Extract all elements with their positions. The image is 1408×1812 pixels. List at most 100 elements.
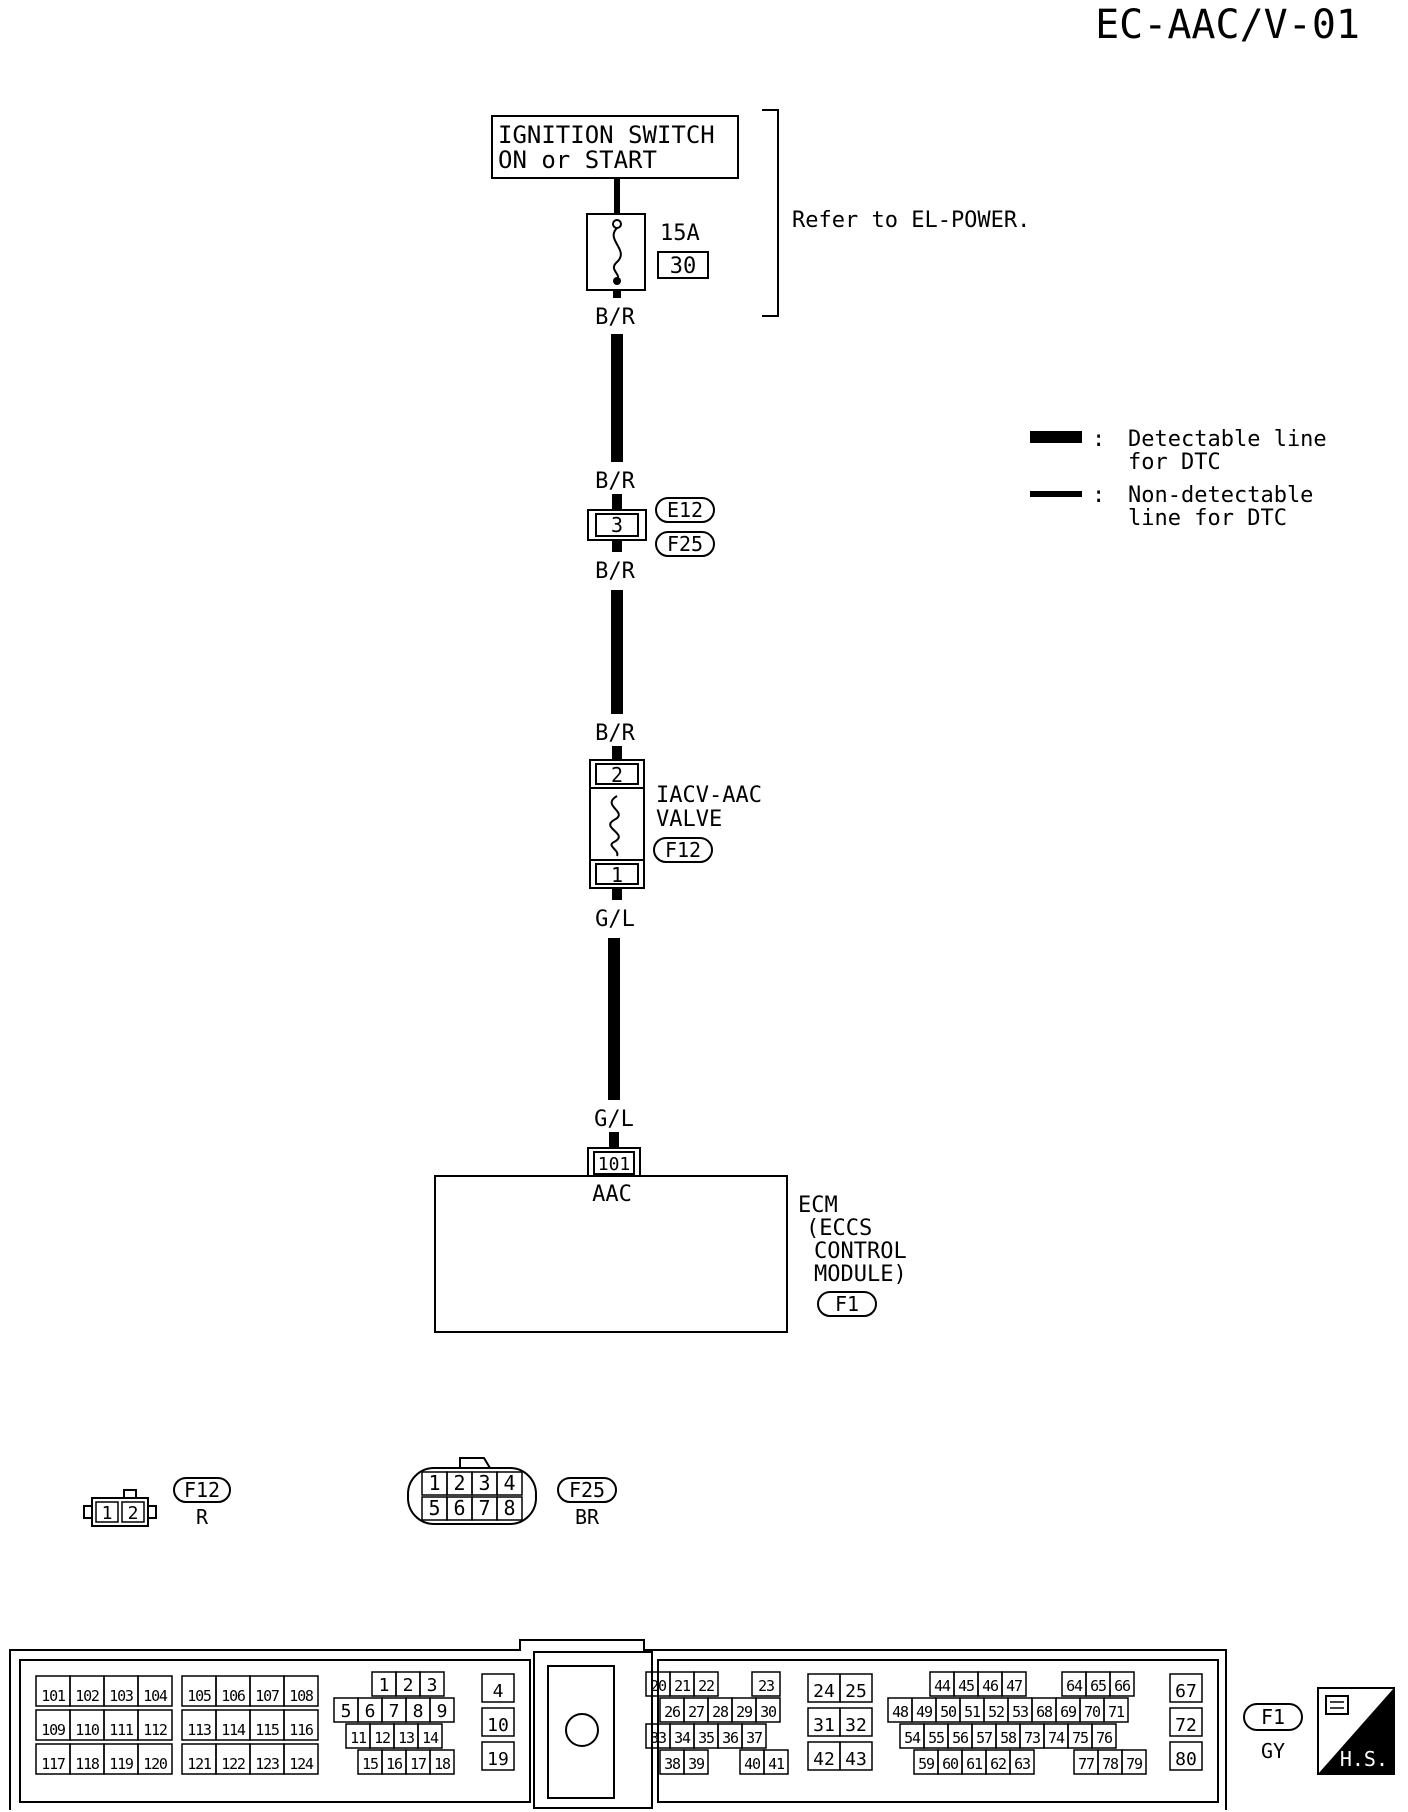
ecm-pin: 3 — [427, 1675, 438, 1696]
ecm-pin-cell — [839, 1707, 873, 1737]
legend-non-detectable: Non-detectable — [1128, 483, 1313, 508]
iacv-body — [589, 787, 645, 861]
ecm-pin-cell — [1091, 1723, 1117, 1749]
ecm-pin-cell — [429, 1749, 455, 1775]
f25-pin: 3 — [478, 1471, 490, 1495]
ecm-pin: 45 — [958, 1677, 974, 1695]
fuse-rating: 15A — [660, 221, 700, 246]
ecm-connector-id: F1 — [835, 1292, 859, 1316]
f25-pin: 5 — [428, 1496, 440, 1520]
wire-color-label: B/R — [595, 305, 635, 330]
ecm-pin-cell — [283, 1743, 319, 1775]
fuse-number: 30 — [670, 254, 697, 279]
ecm-pin: 77 — [1078, 1755, 1094, 1773]
ecm-pin-cell — [419, 1671, 445, 1697]
iacv-pin-top-inner — [595, 763, 639, 785]
ecm-box — [434, 1175, 788, 1333]
ecm-pin: 114 — [221, 1721, 246, 1739]
ecm-pin: 56 — [952, 1729, 969, 1747]
ecm-label-2: (ECCS — [806, 1216, 872, 1241]
ecm-pin: 11 — [350, 1729, 367, 1747]
wire-color-label: B/R — [595, 469, 635, 494]
f25-view-id: F25 — [569, 1478, 605, 1502]
ecm-pin: 64 — [1066, 1677, 1083, 1695]
ecm-pin: 49 — [916, 1703, 933, 1721]
ecm-pin: 121 — [187, 1755, 212, 1773]
ecm-pin: 43 — [845, 1749, 867, 1770]
ecm-pin: 72 — [1175, 1715, 1197, 1736]
ecm-pin: 28 — [712, 1703, 729, 1721]
f25-pin-cell — [496, 1496, 523, 1521]
ecm-pin: 6 — [365, 1701, 376, 1722]
ecm-pin: 2 — [403, 1675, 414, 1696]
ecm-pin: 69 — [1060, 1703, 1077, 1721]
ecm-pin: 113 — [187, 1721, 211, 1739]
ecm-pin: 73 — [1024, 1729, 1040, 1747]
ecm-pin: 63 — [1014, 1755, 1030, 1773]
connector-id-badge — [173, 1477, 231, 1503]
ecm-pin: 116 — [289, 1721, 314, 1739]
connector-id: F25 — [667, 532, 703, 556]
ecm-pin: 71 — [1108, 1703, 1125, 1721]
ecm-pin: 22 — [698, 1677, 714, 1695]
ecm-pin-cell — [693, 1671, 719, 1697]
ecm-pin-cell — [417, 1723, 443, 1749]
ecm-pin: 112 — [143, 1721, 167, 1739]
f12-pin-cell — [95, 1501, 119, 1523]
f25-pin: 4 — [503, 1471, 515, 1495]
ecm-pin-cell — [1001, 1671, 1027, 1697]
ecm-pin: 53 — [1012, 1703, 1028, 1721]
connector-id-badge — [655, 531, 715, 557]
legend-colon: : — [1092, 427, 1105, 452]
ignition-switch-label: IGNITION SWITCH — [498, 121, 715, 149]
ecm-pin-cell — [839, 1741, 873, 1771]
iacv-pin-bottom-inner — [595, 863, 639, 885]
f25-pin: 8 — [503, 1496, 515, 1520]
ecm-pin-cell — [839, 1673, 873, 1703]
ecm-pin: 67 — [1175, 1681, 1197, 1702]
hs-label: H.S. — [1340, 1747, 1388, 1771]
ecm-pin-cell — [137, 1709, 173, 1741]
ecm-pin: 103 — [109, 1687, 133, 1705]
ecm-pin-cell — [429, 1697, 455, 1723]
ecm-pin: 101 — [41, 1687, 66, 1705]
ecm-pin: 8 — [413, 1701, 424, 1722]
connector-id: E12 — [667, 498, 703, 522]
f25-pin: 7 — [478, 1496, 490, 1520]
solenoid-coil-icon — [609, 795, 620, 857]
ecm-pin-cell — [137, 1743, 173, 1775]
ecm-pin: 25 — [845, 1681, 867, 1702]
ecm-pin: 15 — [362, 1755, 378, 1773]
ecm-pin: 48 — [892, 1703, 909, 1721]
joint-pin-box — [595, 513, 639, 537]
ecm-connector-right-half — [657, 1659, 1219, 1803]
ecm-pin: 44 — [934, 1677, 951, 1695]
iacv-label-2: VALVE — [656, 807, 722, 832]
ecm-pin: 115 — [255, 1721, 279, 1739]
wire-color-label: G/L — [594, 1107, 634, 1132]
ecm-pin-cell — [283, 1709, 319, 1741]
ecm-pin: 78 — [1102, 1755, 1119, 1773]
fuse-terminal-bottom — [613, 277, 621, 285]
ecm-pin: 107 — [255, 1687, 279, 1705]
wire-color-label: B/R — [595, 559, 635, 584]
wire-color-label: G/L — [595, 907, 635, 932]
ecm-pin: 65 — [1090, 1677, 1106, 1695]
f12-pin: 2 — [128, 1503, 139, 1524]
ecm-pin: 104 — [143, 1687, 168, 1705]
ecm-pin: 13 — [398, 1729, 414, 1747]
legend-non-detectable-2: line for DTC — [1128, 506, 1287, 531]
connector-id-badge — [1243, 1703, 1303, 1731]
ecm-pin-cell — [1009, 1749, 1035, 1775]
ecm-pin: 118 — [75, 1755, 100, 1773]
connector-key — [123, 1489, 137, 1499]
fuse-icon — [612, 227, 622, 281]
ecm-pin-cell — [1169, 1741, 1203, 1771]
ecm-connector-center-inner — [547, 1665, 615, 1799]
ecm-pin: 79 — [1126, 1755, 1143, 1773]
ecm-connector-outline — [9, 1639, 1227, 1810]
f25-pin: 1 — [428, 1471, 440, 1495]
ecm-pin: 74 — [1048, 1729, 1065, 1747]
ecm-pin-cell — [481, 1741, 515, 1771]
